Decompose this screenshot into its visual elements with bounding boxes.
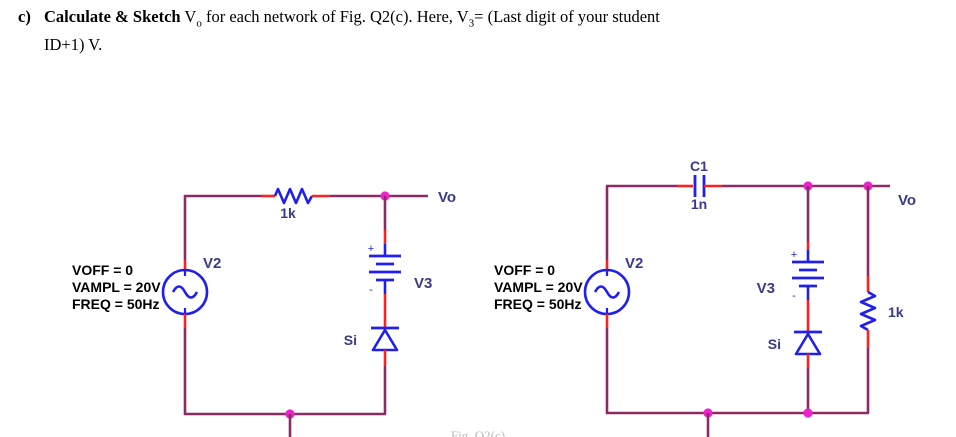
- left-source-vampl-label: VAMPL = 20V: [72, 279, 161, 295]
- left-battery-v3-symbol: [369, 244, 401, 294]
- left-diode-value-label: Si: [344, 332, 357, 348]
- question-block: c) Calculate & Sketch Vo for each networ…: [18, 6, 938, 56]
- left-battery-plus-sign: +: [368, 243, 374, 255]
- right-resistor-1k-symbol: [859, 290, 877, 332]
- question-text-line-2: ID+1) V.: [44, 35, 103, 55]
- left-source-freq-label: FREQ = 50Hz: [72, 296, 160, 312]
- right-source-voff-label: VOFF = 0: [494, 262, 555, 278]
- question-text-line-1: Calculate & Sketch Vo for each network o…: [44, 6, 660, 34]
- left-battery-minus-sign: -: [369, 284, 373, 296]
- right-battery-ref-label: V3: [757, 280, 775, 297]
- left-source-v2-symbol: [161, 268, 209, 316]
- right-node-diode-bottom: [803, 408, 813, 418]
- question-text-a: V: [180, 7, 197, 26]
- left-ground-symbol: [288, 414, 292, 437]
- question-subscript-3: 3: [468, 17, 475, 30]
- left-output-label-vo: Vo: [438, 189, 456, 206]
- right-battery-v3-symbol: [792, 250, 824, 300]
- figure-caption: Fig. Q2(c): [450, 428, 506, 437]
- left-source-ref-label: V2: [203, 255, 221, 272]
- right-source-freq-label: FREQ = 50Hz: [494, 296, 582, 312]
- right-battery-minus-sign: -: [792, 290, 796, 302]
- question-text-b: for each network of Fig. Q2(c). Here, V: [201, 7, 469, 26]
- question-line-1: c) Calculate & Sketch Vo for each networ…: [18, 6, 938, 34]
- right-source-ref-label: V2: [625, 255, 643, 272]
- right-ground-symbol: [706, 413, 710, 437]
- right-capacitor-c1-symbol: [693, 175, 706, 197]
- right-source-v2-symbol: [583, 268, 631, 316]
- right-circuit: C1 1n Vo + - V3 Si: [494, 158, 916, 437]
- left-resistor-value-label: 1k: [280, 205, 296, 221]
- schematic-figure: 1k Vo + - V3 Si: [0, 60, 956, 437]
- right-diode-value-label: Si: [768, 336, 781, 352]
- left-diode-si-symbol: [371, 326, 399, 352]
- question-marker: c): [18, 7, 31, 26]
- question-subscript-o: o: [196, 17, 202, 30]
- right-capacitor-ref-label: C1: [690, 158, 708, 174]
- right-capacitor-value-label: 1n: [691, 196, 707, 212]
- right-resistor-value-label: 1k: [888, 304, 904, 320]
- question-line-2: ID+1) V.: [18, 34, 938, 56]
- right-output-label-vo: Vo: [898, 192, 916, 209]
- left-resistor-1k-symbol: [273, 187, 314, 205]
- question-bold-lead: Calculate & Sketch: [44, 7, 181, 26]
- right-diode-si-symbol: [794, 330, 822, 356]
- right-battery-plus-sign: +: [791, 249, 797, 261]
- question-text-c: = (Last digit of your student: [474, 7, 660, 26]
- left-battery-ref-label: V3: [414, 275, 432, 292]
- right-source-vampl-label: VAMPL = 20V: [494, 279, 583, 295]
- left-source-voff-label: VOFF = 0: [72, 262, 133, 278]
- left-circuit: 1k Vo + - V3 Si: [72, 187, 456, 437]
